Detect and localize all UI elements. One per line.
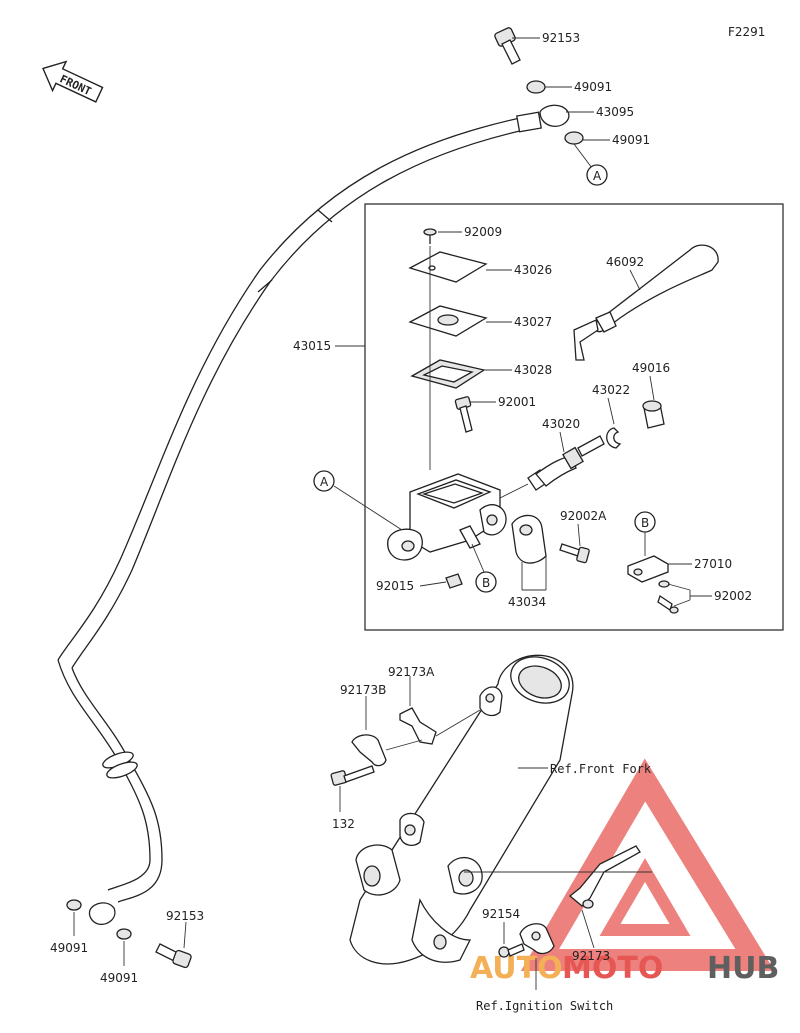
label-92173a: 92173A	[388, 665, 435, 679]
callout-a-body-label: A	[320, 475, 329, 489]
bolt-92001	[454, 396, 473, 433]
circlip-43022	[606, 427, 622, 449]
label-27010: 27010	[694, 557, 732, 571]
callout-b-switch-label: B	[641, 516, 649, 530]
callout-a-body	[313, 470, 335, 492]
figure-code: F2291	[728, 25, 765, 39]
master-cylinder-body	[387, 473, 507, 561]
label-49091-d: 49091	[100, 971, 138, 985]
watermark-text-hub: HUB	[707, 951, 779, 986]
washer-top-a	[526, 80, 546, 94]
watermark-triangle-inner-icon	[599, 858, 691, 936]
label-92015: 92015	[376, 579, 414, 593]
callout-b-body	[475, 571, 497, 593]
brake-hose	[57, 111, 542, 903]
label-92173: 92173	[572, 949, 610, 963]
watermark-triangle-icon	[520, 758, 775, 971]
bracket-92173a	[399, 707, 437, 745]
label-92153-bottom: 92153	[166, 909, 204, 923]
screw-92009	[423, 228, 437, 244]
watermark-text-moto: MOTO	[562, 951, 663, 986]
screw-92002	[657, 594, 679, 614]
banjo-fitting-bottom	[88, 902, 116, 925]
callout-a-top-label: A	[593, 169, 602, 183]
washer-bottom-b	[116, 928, 132, 940]
label-43027: 43027	[514, 315, 552, 329]
front-arrow-icon: FRONT	[42, 60, 104, 103]
label-92002a: 92002A	[560, 509, 607, 523]
label-92153-top: 92153	[542, 31, 580, 45]
piston-assembly	[527, 435, 605, 491]
screw-92154	[498, 943, 525, 958]
label-92001: 92001	[498, 395, 536, 409]
callout-a-top	[586, 164, 608, 186]
label-43022: 43022	[592, 383, 630, 397]
label-92154: 92154	[482, 907, 520, 921]
bolt-92002a	[559, 543, 590, 564]
label-132: 132	[332, 817, 355, 831]
label-43034: 43034	[508, 595, 546, 609]
bushing-49016	[642, 400, 665, 429]
washer-bottom-a	[66, 899, 82, 911]
label-92009: 92009	[464, 225, 502, 239]
brake-lever	[573, 244, 719, 361]
banjo-bolt-top	[494, 27, 521, 65]
label-92002: 92002	[714, 589, 752, 603]
clamp-92173b	[351, 734, 387, 767]
label-46092: 46092	[606, 255, 644, 269]
clamp-43034	[511, 514, 547, 564]
ref-ignition-switch: Ref.Ignition Switch	[476, 999, 613, 1013]
washer-92002	[658, 580, 670, 588]
banjo-bolt-bottom	[155, 943, 192, 969]
label-49016: 49016	[632, 361, 670, 375]
washer-top-b	[564, 131, 584, 145]
label-43095: 43095	[596, 105, 634, 119]
label-43020: 43020	[542, 417, 580, 431]
screw-92015	[445, 573, 463, 589]
label-49091-c: 49091	[50, 941, 88, 955]
watermark-logo: AUTO MOTO HUB	[470, 758, 779, 986]
master-cylinder-box	[364, 203, 784, 631]
ref-front-fork: Ref.Front Fork	[550, 762, 652, 776]
label-49091-a: 49091	[574, 80, 612, 94]
banjo-fitting-top	[539, 104, 570, 127]
reservoir-cap	[408, 251, 488, 283]
label-43026: 43026	[514, 263, 552, 277]
watermark-text-auto: AUTO	[470, 951, 563, 986]
bolt-132	[330, 765, 375, 786]
callout-b-body-label: B	[482, 576, 490, 590]
label-49091-b: 49091	[612, 133, 650, 147]
label-92173b: 92173B	[340, 683, 386, 697]
label-43015: 43015	[293, 339, 331, 353]
switch-27010	[627, 555, 669, 583]
label-43028: 43028	[514, 363, 552, 377]
front-fork-ref	[349, 654, 574, 965]
